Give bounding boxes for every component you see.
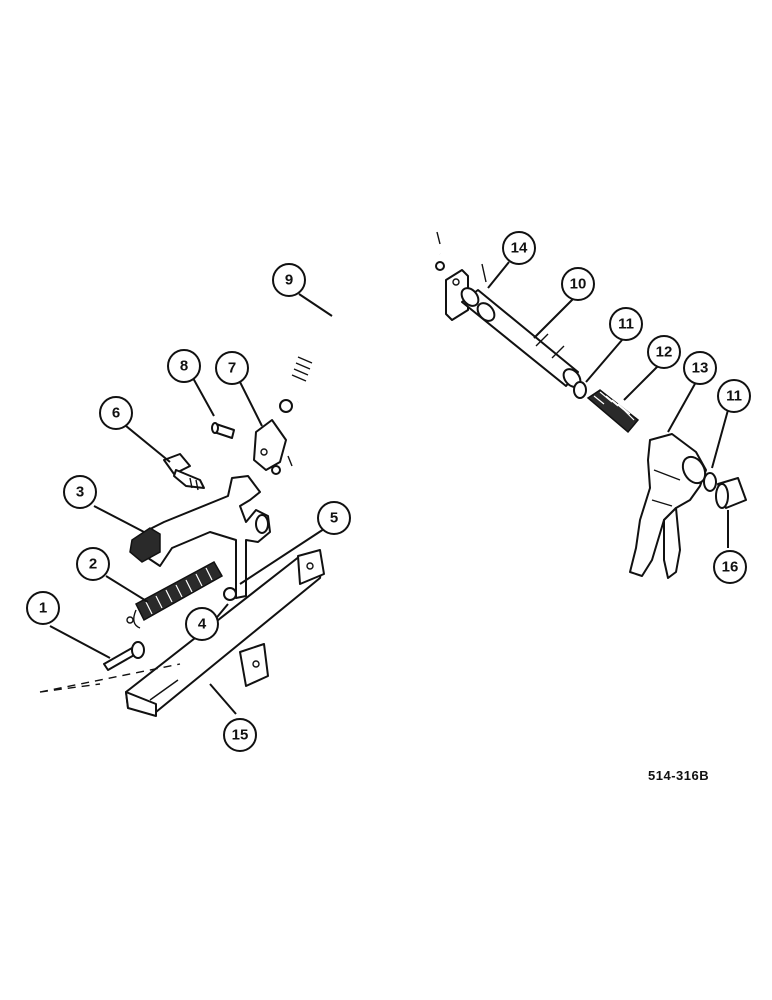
part-return-spring (133, 560, 224, 629)
part-shift-rod (291, 231, 445, 403)
part-clevis (253, 399, 293, 475)
callout-label: 4 (198, 616, 207, 633)
callout-label: 7 (228, 360, 236, 377)
leader-lines (49, 261, 729, 715)
callout-3: 3 (63, 475, 97, 509)
callout-7: 7 (215, 351, 249, 385)
callout-6: 6 (99, 396, 133, 430)
callout-label: 5 (330, 510, 338, 527)
callout-5: 5 (317, 501, 351, 535)
callout-14: 14 (502, 231, 536, 265)
part-mounting-bracket (39, 549, 325, 717)
callout-9: 9 (272, 263, 306, 297)
callout-label: 13 (692, 360, 709, 377)
part-ball (223, 587, 237, 601)
callout-label: 12 (656, 344, 673, 361)
callout-13: 13 (683, 351, 717, 385)
callout-label: 1 (39, 600, 47, 617)
callout-8: 8 (167, 349, 201, 383)
part-pedal-lever (129, 475, 271, 599)
callout-label: 10 (570, 276, 587, 293)
part-stud-bolt (163, 453, 205, 491)
callout-11-upper: 11 (609, 307, 643, 341)
part-bushing (715, 477, 747, 509)
callout-label: 2 (89, 556, 97, 573)
part-pivot-plate (445, 263, 487, 321)
part-snap-ring-lower (703, 472, 717, 492)
callout-label: 6 (112, 405, 120, 422)
callout-label: 3 (76, 484, 84, 501)
part-snap-ring-upper (573, 381, 587, 399)
callout-label: 9 (285, 272, 293, 289)
callout-12: 12 (647, 335, 681, 369)
part-clevis-pin (211, 422, 235, 439)
callout-label: 11 (726, 388, 742, 405)
callout-label: 15 (232, 727, 249, 744)
callout-label: 8 (180, 358, 188, 375)
part-shaft (460, 287, 582, 388)
callout-label: 16 (722, 559, 739, 576)
callout-label: 11 (618, 316, 634, 333)
callout-label: 14 (511, 240, 528, 257)
callout-16: 16 (713, 550, 747, 584)
callout-1: 1 (26, 591, 60, 625)
callout-2: 2 (76, 547, 110, 581)
figure-reference-code: 514-316B (648, 768, 710, 783)
callout-4: 4 (185, 607, 219, 641)
callout-15: 15 (223, 718, 257, 752)
part-shift-fork (629, 433, 707, 579)
part-coil-spring-upper (586, 389, 640, 434)
callout-11-lower: 11 (717, 379, 751, 413)
callout-10: 10 (561, 267, 595, 301)
part-eye-bolt (103, 616, 145, 671)
